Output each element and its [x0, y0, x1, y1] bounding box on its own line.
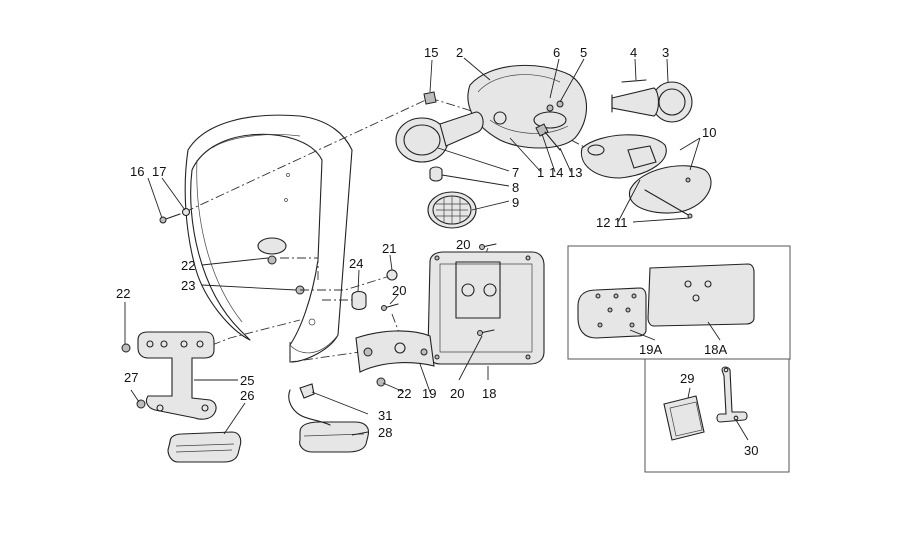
callout-23: 23 — [181, 278, 195, 293]
callout-30: 30 — [744, 443, 758, 458]
small-fasteners — [351, 243, 497, 336]
callout-3: 3 — [662, 45, 669, 60]
callout-16: 16 — [130, 164, 144, 179]
leader-lines — [124, 57, 749, 441]
callout-1: 1 — [537, 165, 544, 180]
callout-17: 17 — [152, 164, 166, 179]
callout-12: 12 — [596, 215, 610, 230]
callout-10: 10 — [702, 125, 716, 140]
callout-29: 29 — [680, 371, 694, 386]
callout-22-upper: 22 — [181, 258, 195, 273]
license-plate-holder — [427, 251, 545, 365]
callout-20-top: 20 — [456, 237, 470, 252]
callout-26: 26 — [240, 388, 254, 403]
inset-kit-panel — [567, 245, 791, 360]
callout-11: 11 — [614, 215, 628, 230]
callout-18a: 18A — [704, 342, 727, 357]
callout-19: 19 — [422, 386, 436, 401]
callout-4: 4 — [630, 45, 637, 60]
callout-25: 25 — [240, 373, 254, 388]
callout-31: 31 — [378, 408, 392, 423]
license-lamp — [288, 383, 370, 453]
callout-18: 18 — [482, 386, 496, 401]
callout-9: 9 — [512, 195, 519, 210]
callout-14: 14 — [549, 165, 563, 180]
callout-28: 28 — [378, 425, 392, 440]
callout-19a: 19A — [639, 342, 662, 357]
rear-lamp-group — [395, 64, 712, 229]
callout-5: 5 — [580, 45, 587, 60]
inset-reflector-panel — [644, 358, 790, 473]
callout-27: 27 — [124, 370, 138, 385]
rear-mudguard — [184, 114, 353, 363]
callout-20-bottom: 20 — [450, 386, 464, 401]
callout-24: 24 — [349, 256, 363, 271]
callout-labels: 15 2 6 5 4 3 10 7 1 14 13 8 9 12 11 16 1… — [116, 45, 758, 458]
callout-7: 7 — [512, 165, 519, 180]
callout-22-left: 22 — [116, 286, 130, 301]
callout-21: 21 — [382, 241, 396, 256]
callout-20-mid: 20 — [392, 283, 406, 298]
plate-bracket — [355, 330, 435, 387]
rear-bracket — [121, 331, 242, 463]
callout-2: 2 — [456, 45, 463, 60]
callout-22-lower: 22 — [397, 386, 411, 401]
callout-15: 15 — [424, 45, 438, 60]
callout-8: 8 — [512, 180, 519, 195]
bolts-16-17 — [159, 207, 191, 224]
callout-6: 6 — [553, 45, 560, 60]
callout-13: 13 — [568, 165, 582, 180]
